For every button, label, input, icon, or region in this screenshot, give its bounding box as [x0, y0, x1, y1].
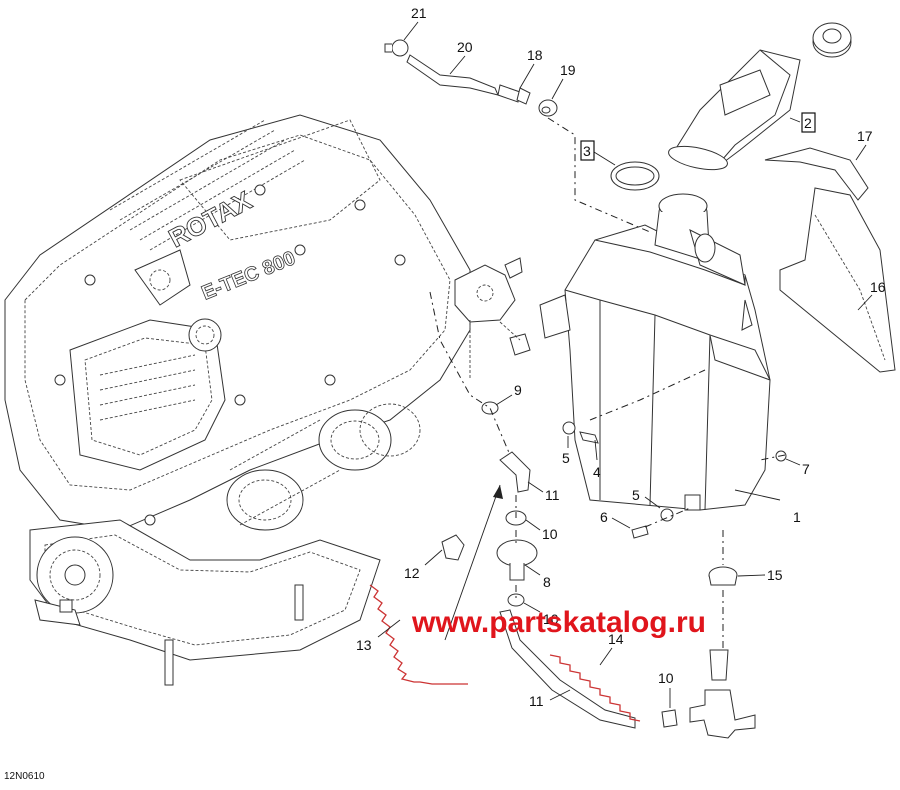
throttle-bodies [226, 403, 421, 531]
callout-2: 2 [804, 115, 812, 131]
callout-17: 17 [857, 128, 873, 144]
oil-filter [496, 539, 538, 567]
emblem-circle [188, 318, 222, 352]
callout-10b: 10 [543, 611, 559, 627]
filler-tube [668, 22, 852, 171]
callout-12: 12 [404, 565, 420, 581]
assembly-lines [429, 117, 786, 650]
callout-21: 21 [411, 5, 427, 21]
oil-line-fittings [441, 401, 787, 739]
callout-7: 7 [802, 461, 810, 477]
callout-18: 18 [527, 47, 543, 63]
callout-8: 8 [543, 574, 551, 590]
callout-5a: 5 [562, 450, 570, 466]
callout-13: 13 [356, 637, 372, 653]
clamp-3 [610, 161, 660, 191]
callout-16: 16 [870, 279, 886, 295]
vent-line [384, 39, 558, 117]
callout-3: 3 [583, 143, 591, 159]
engine-assembly: ROTAX E-TEC 800 [4, 114, 531, 686]
callout-19: 19 [560, 62, 576, 78]
callout-10c: 10 [658, 670, 674, 686]
spring-14 [549, 654, 641, 722]
oil-pump [454, 257, 531, 380]
callout-14: 14 [608, 631, 624, 647]
callout-2-box [801, 112, 816, 133]
callout-20: 20 [457, 39, 473, 55]
guard-17 [764, 147, 869, 201]
callout-15: 15 [767, 567, 783, 583]
callout-4: 4 [593, 464, 601, 480]
callout-10a: 10 [542, 526, 558, 542]
callout-6: 6 [600, 509, 608, 525]
callout-11a: 11 [545, 487, 560, 503]
callout-1: 1 [793, 509, 801, 525]
callout-3-box [580, 140, 595, 161]
callout-5b: 5 [632, 487, 640, 503]
spring-13 [369, 584, 468, 685]
oil-tank [539, 193, 771, 511]
figure-id: 12N0610 [4, 771, 45, 782]
callout-9: 9 [514, 382, 522, 398]
callout-11b: 11 [529, 693, 544, 709]
heat-shield-16 [779, 187, 896, 373]
watermark: www.partskatalog.ru [411, 606, 706, 639]
callouts: 1 2 3 4 5 5 6 7 8 9 10 10 10 11 11 12 [356, 5, 886, 709]
